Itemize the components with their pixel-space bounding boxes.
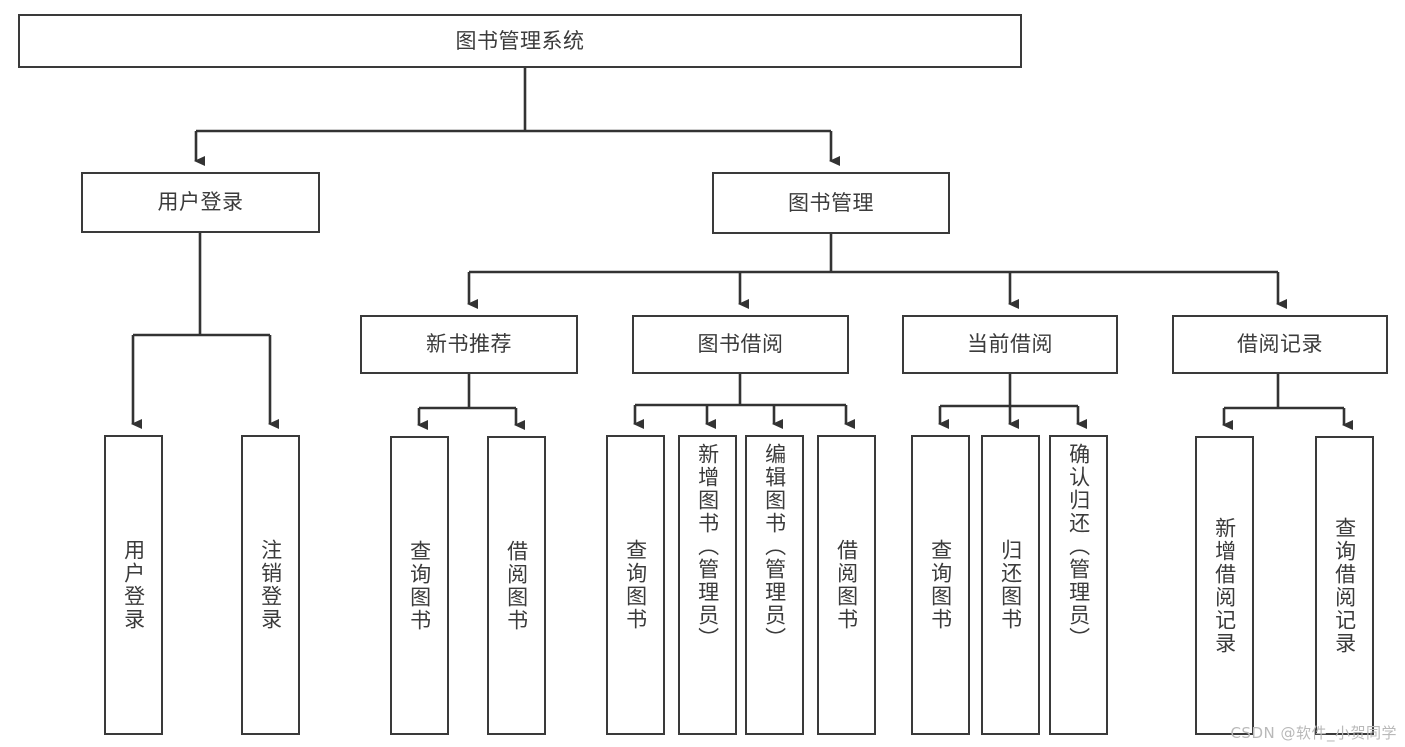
leaf-add-borrow-record[interactable]: 新增借阅记录 bbox=[1195, 436, 1254, 735]
leaf-query-book-borrow[interactable]: 查询图书 bbox=[606, 435, 665, 735]
node-user-login[interactable]: 用户登录 bbox=[81, 172, 320, 233]
node-borrow-record[interactable]: 借阅记录 bbox=[1172, 315, 1388, 374]
leaf-query-borrow-record[interactable]: 查询借阅记录 bbox=[1315, 436, 1374, 735]
node-label: 新书推荐 bbox=[426, 332, 512, 357]
leaf-user-login[interactable]: 用户登录 bbox=[104, 435, 163, 735]
watermark-text: CSDN @软件_小贺同学 bbox=[1230, 724, 1397, 742]
node-label: 用户登录 bbox=[157, 190, 244, 215]
leaf-edit-book-admin[interactable]: 编辑图书（管理员） bbox=[745, 435, 804, 735]
node-label: 注销登录 bbox=[258, 539, 283, 631]
node-label: 图书管理 bbox=[788, 190, 874, 215]
node-label: 查询图书 bbox=[623, 539, 648, 631]
node-label: 新增借阅记录 bbox=[1212, 516, 1237, 655]
node-label: 借阅图书 bbox=[834, 539, 859, 631]
node-book-management[interactable]: 图书管理 bbox=[712, 172, 950, 234]
node-root-system[interactable]: 图书管理系统 bbox=[18, 14, 1022, 68]
leaf-query-book-recommend[interactable]: 查询图书 bbox=[390, 436, 449, 735]
leaf-borrow-book[interactable]: 借阅图书 bbox=[817, 435, 876, 735]
leaf-query-book-current[interactable]: 查询图书 bbox=[911, 435, 970, 735]
node-label: 当前借阅 bbox=[967, 332, 1053, 357]
node-label: 借阅记录 bbox=[1237, 332, 1323, 357]
node-label: 新增图书（管理员） bbox=[695, 443, 720, 650]
node-label: 图书管理系统 bbox=[455, 28, 585, 53]
leaf-logout-login[interactable]: 注销登录 bbox=[241, 435, 300, 735]
node-new-book-recommend[interactable]: 新书推荐 bbox=[360, 315, 578, 374]
node-book-borrow[interactable]: 图书借阅 bbox=[632, 315, 849, 374]
node-label: 用户登录 bbox=[121, 539, 146, 631]
leaf-add-book-admin[interactable]: 新增图书（管理员） bbox=[678, 435, 737, 735]
node-label: 归还图书 bbox=[998, 539, 1023, 631]
node-label: 确认归还（管理员） bbox=[1066, 443, 1091, 650]
leaf-confirm-return-admin[interactable]: 确认归还（管理员） bbox=[1049, 435, 1108, 735]
node-label: 查询图书 bbox=[407, 539, 432, 632]
node-label: 查询借阅记录 bbox=[1332, 516, 1357, 655]
node-current-borrow[interactable]: 当前借阅 bbox=[902, 315, 1118, 374]
node-label: 编辑图书（管理员） bbox=[762, 443, 787, 650]
node-label: 图书借阅 bbox=[697, 332, 784, 357]
leaf-borrow-book-recommend[interactable]: 借阅图书 bbox=[487, 436, 546, 735]
leaf-return-book[interactable]: 归还图书 bbox=[981, 435, 1040, 735]
node-label: 借阅图书 bbox=[504, 539, 529, 632]
node-label: 查询图书 bbox=[928, 539, 953, 631]
